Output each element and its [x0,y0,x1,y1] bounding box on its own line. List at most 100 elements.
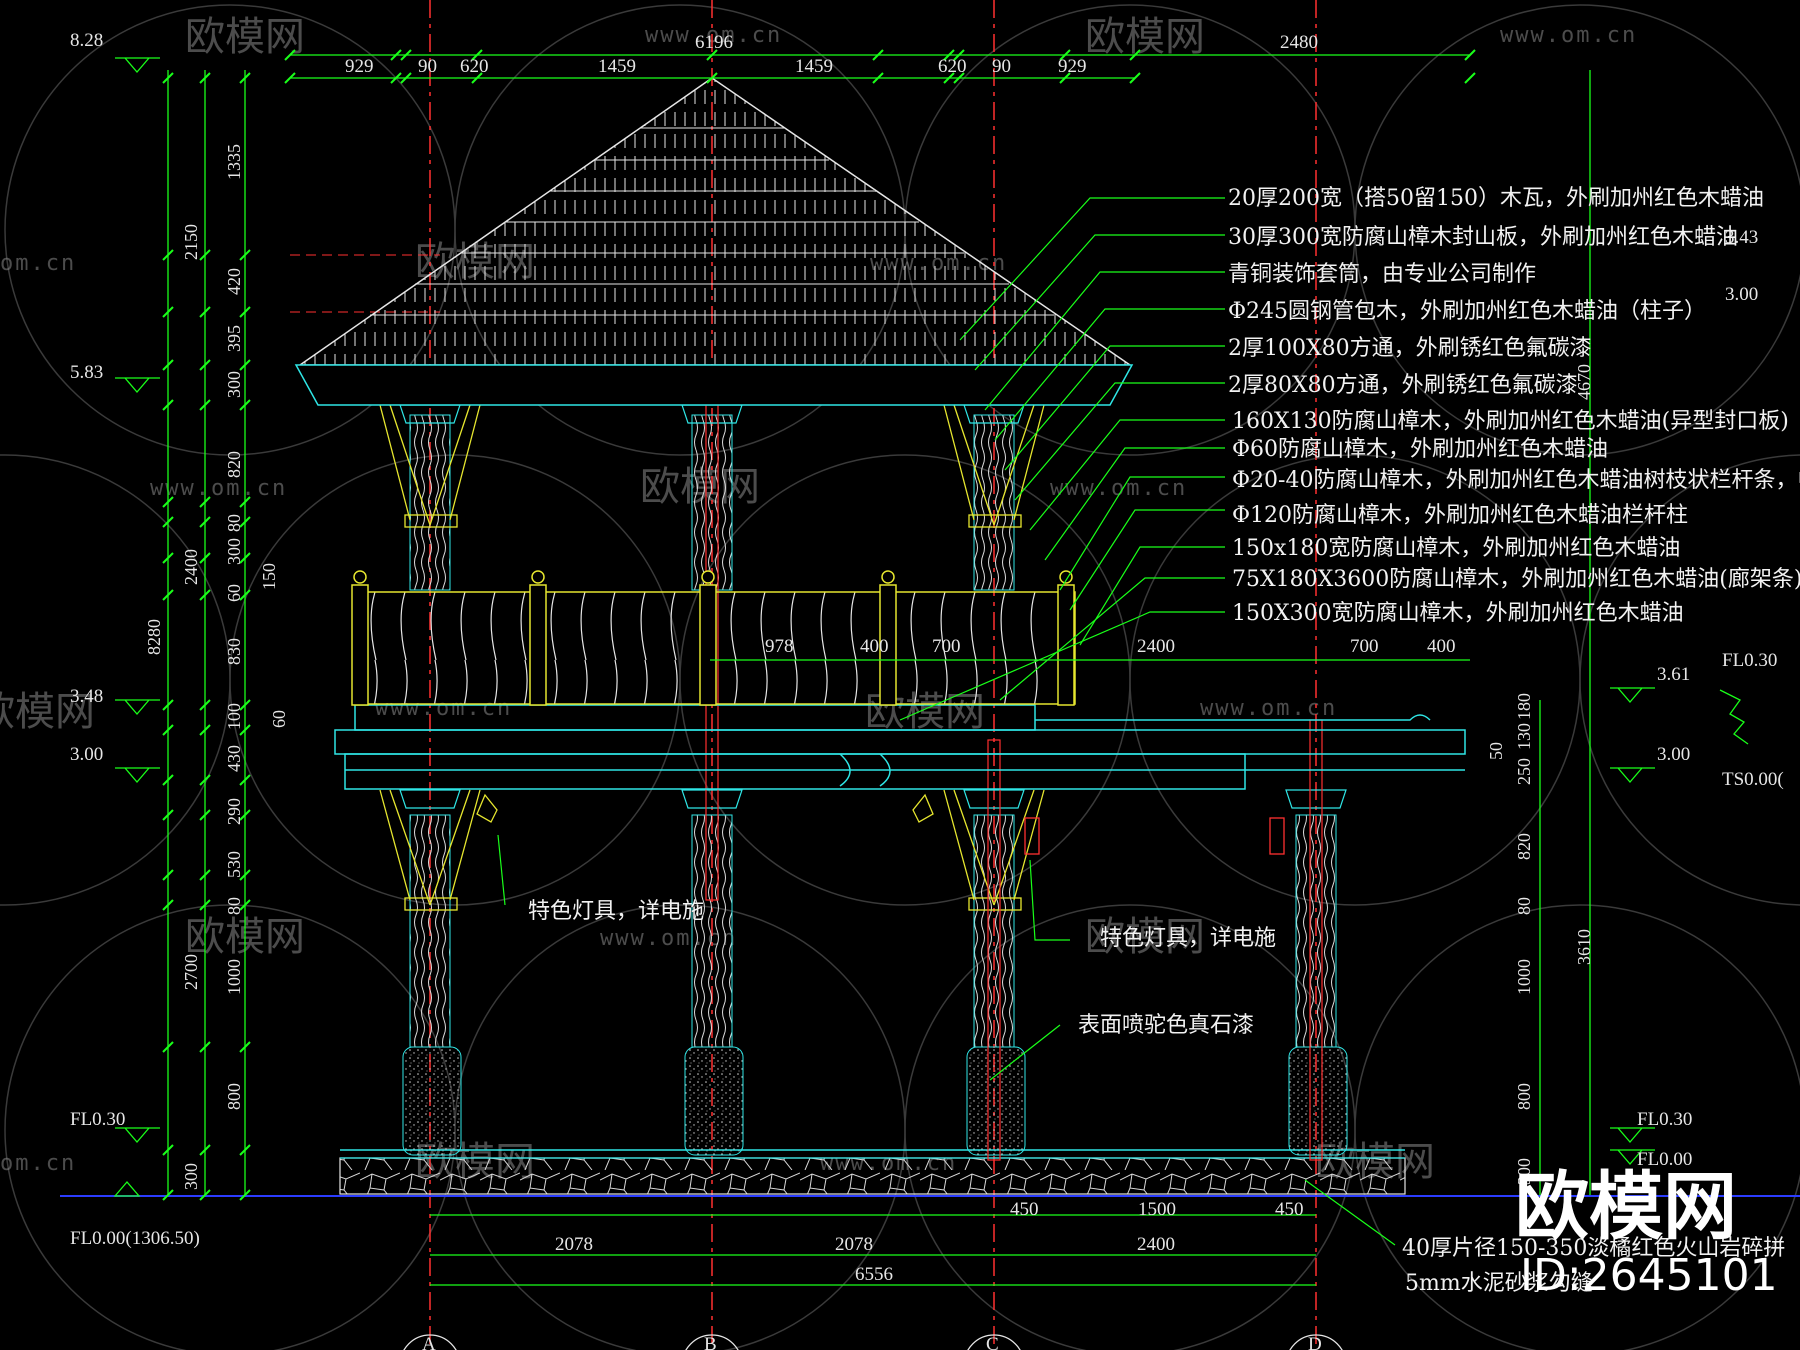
dim-v: 2700 [181,954,201,990]
dim-bottom: 2400 [1137,1234,1175,1255]
base-note: 5mm水泥砂浆勾缝 [1405,1271,1593,1296]
watermark-circle [1354,4,1800,456]
dim-tick [199,774,211,786]
dim-tick [239,552,251,564]
dim-tick [872,49,884,61]
dim-v: 50 [1486,742,1506,760]
dim-mid: 400 [860,636,889,657]
dim-v: 80 [224,897,244,915]
watermark-url: www.om.cn [1500,23,1637,48]
dim-tick [239,1041,251,1053]
watermark-brand: 欧模网 [1085,914,1205,960]
dim-tick [239,699,251,711]
elev-eave: 5.83 [70,362,103,383]
elevation-markers [113,57,1749,1197]
level-guides [290,254,440,313]
watermark-url: www.om.cn [150,476,287,501]
watermark-url: www.om.cn [1200,696,1337,721]
watermark-url: om.cn [0,1151,76,1176]
dim-tick [239,869,251,881]
note: 150x180宽防腐山樟木，外刷加州红色木蜡油 [1232,536,1680,561]
note: 30厚300宽防腐山樟木封山板，外刷加州红色木蜡油 [1228,225,1738,250]
dim-tick [284,49,296,61]
dim-mid: 700 [932,636,961,657]
brand-logo-text: 欧模网 [1515,1164,1737,1250]
note: Φ20-40防腐山樟木，外刷加州红色木蜡油树枝状栏杆条，中距3 [1232,468,1800,493]
dim-seg: 90 [992,56,1011,77]
dim-v: 130 [1514,723,1534,750]
dim-tick [390,72,402,84]
dim-tick [239,496,251,508]
lamp-note: 特色灯具，详电施 [1100,926,1276,951]
dim-v: 60 [269,710,289,728]
dim-tick [162,516,174,528]
dim-tick [199,249,211,261]
dim-tick [199,72,211,84]
note: 青铜装饰套筒，由专业公司制作 [1228,262,1536,287]
left-vertical-dims: 8280 2150 2400 2700 300 1335 420 395 300… [144,144,289,1190]
dim-tick [239,249,251,261]
dim-mid: 700 [1350,636,1379,657]
dim-tick [1059,72,1071,84]
dim-tick [162,249,174,261]
dim-v: 60 [224,584,244,602]
note: 2厚80X80方通，外刷锈红色氟碳漆 [1228,373,1578,398]
dim-seg: 620 [460,56,489,77]
dim-bottom: 6556 [855,1264,893,1285]
axis-label: A [422,1334,436,1350]
dim-tick [239,399,251,411]
dim-tick [1129,72,1141,84]
watermark-circle [1579,454,1800,906]
dim-bottom: 450 [1010,1199,1039,1220]
elev-r: 3.61 [1657,664,1690,685]
dim-tick [162,1041,174,1053]
dim-tick [943,49,955,61]
dim-tick [199,306,211,318]
brand-corner: 欧模网 ID:2645101 [1515,1164,1778,1301]
dim-v: 150 [259,563,279,590]
dim-tick [1464,72,1476,84]
watermark-brand: 欧模网 [185,14,305,60]
elev-r: 3.43 [1725,227,1758,248]
dim-v: 300 [224,371,244,398]
note: 160X130防腐山樟木，外刷加州红色木蜡油(异型封口板) [1232,409,1789,434]
dim-v: 8280 [144,619,164,655]
right-vertical-dims: 4670 3610 180 130 250 50 820 80 1000 800… [1486,364,1594,1185]
dim-seg: 929 [345,56,374,77]
dim-tick [162,1189,174,1201]
dim-tick [199,724,211,736]
dim-tick [199,1041,211,1053]
elev-r: 3.00 [1725,284,1758,305]
dim-bottom: 450 [1275,1199,1304,1220]
dim-v: 300 [1514,1158,1534,1185]
dim-v: 530 [224,851,244,878]
dim-tick [162,399,174,411]
dim-v: 250 [1514,758,1534,785]
dim-right-overall: 2480 [1280,32,1318,53]
dim-overall: 6196 [695,32,733,53]
dim-bottom: 2078 [555,1234,593,1255]
dim-tick [199,1144,211,1156]
elev-r: FL0.30 [1722,650,1777,671]
note: Φ60防腐山樟木，外刷加州红色木蜡油 [1232,437,1608,462]
dim-v: 395 [224,325,244,352]
axis-label: C [986,1334,999,1350]
note: 150X300宽防腐山樟木，外刷加州红色木蜡油 [1232,601,1684,626]
dim-tick [706,49,718,61]
watermark-brand: 欧模网 [1085,14,1205,60]
dim-v: 300 [224,538,244,565]
railing [351,570,1076,706]
dim-tick [1464,49,1476,61]
dim-tick [239,306,251,318]
dim-v: 1335 [224,144,244,180]
dim-v: 800 [224,1083,244,1110]
dim-mid: 400 [1427,636,1456,657]
base-note: 40厚片径150-350淡橘红色火山岩碎拼 [1402,1236,1785,1261]
dim-tick [471,49,483,61]
dim-v: 820 [1514,833,1534,860]
axis-labels: A B C D [422,1334,1322,1350]
dim-tick [953,49,965,61]
dim-v: 830 [224,638,244,665]
dim-tick [1059,49,1071,61]
dim-tick [199,809,211,821]
